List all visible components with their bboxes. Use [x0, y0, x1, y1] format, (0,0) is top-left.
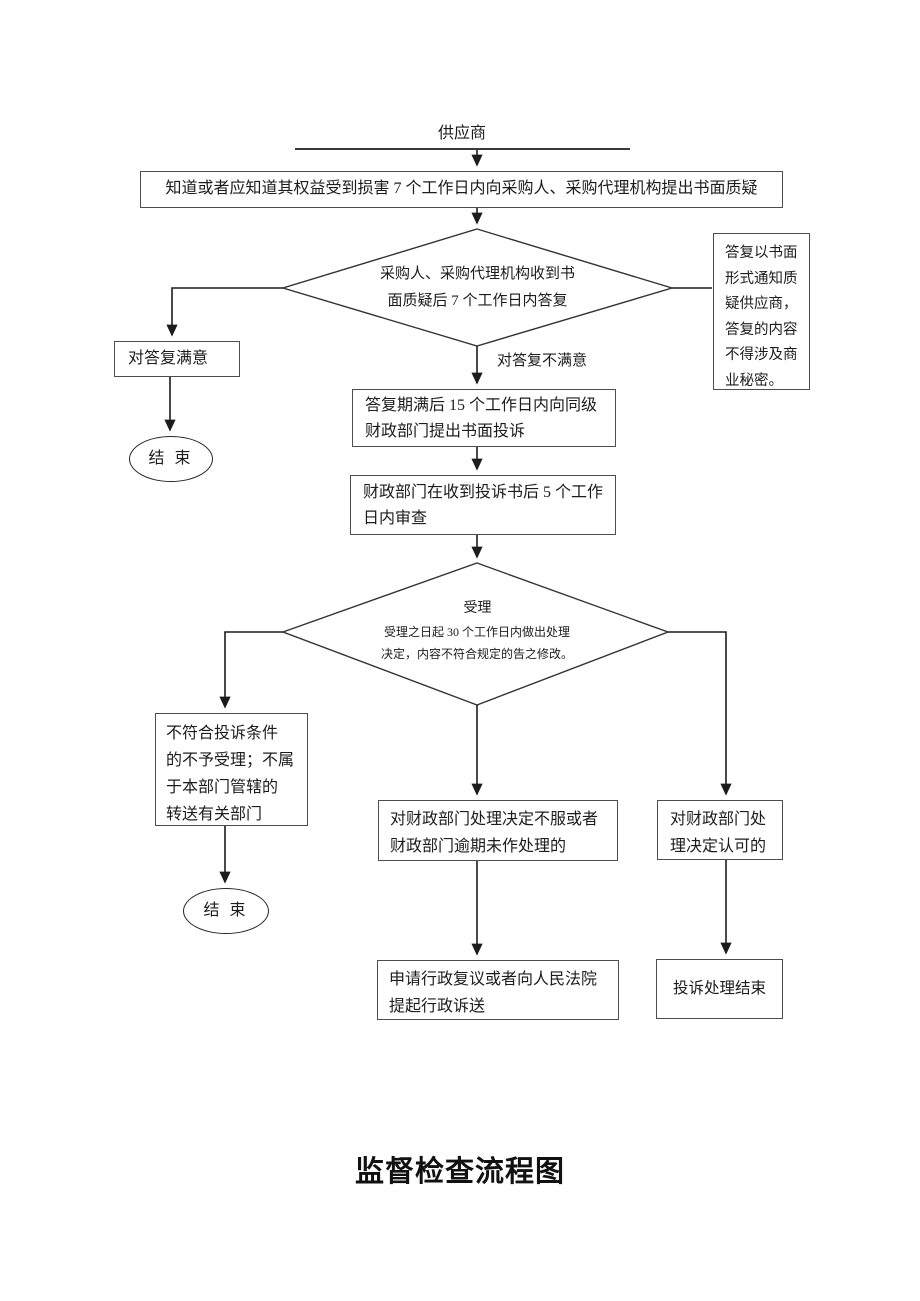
complaint-end-box: 投诉处理结束 [656, 959, 783, 1019]
written-reply-note-box: 答复以书面 形式通知质 疑供应商， 答复的内容 不得涉及商 业秘密。 [713, 233, 810, 390]
connector-accept-to-reject [219, 631, 283, 709]
challenge-box: 知道或者应知道其权益受到损害 7 个工作日内向采购人、采购代理机构提出书面质疑 [140, 171, 783, 208]
reject-box: 不符合投诉条件 的不予受理；不属 于本部门管辖的 转送有关部门 [155, 713, 308, 826]
supplier-label: 供应商 [437, 125, 486, 142]
flowchart-title: 监督检查流程图 [354, 1154, 565, 1188]
accepted-box: 对财政部门处 理决定认可的 [657, 800, 783, 860]
lawsuit-box: 申请行政复议或者向人民法院 提起行政诉送 [377, 960, 619, 1020]
unsatisfied-label: 对答复不满意 [497, 353, 588, 369]
satisfied-box: 对答复满意 [114, 341, 240, 377]
reply-decision-diamond-text: 采购人、采购代理机构收到书 面质疑后 7 个工作日内答复 [379, 266, 575, 309]
review-box: 财政部门在收到投诉书后 5 个工作 日内审查 [350, 475, 616, 535]
end-terminator-1: 结 束 [129, 436, 213, 482]
dissatisfied-box: 对财政部门处理决定不服或者 财政部门逾期未作处理的 [378, 800, 618, 861]
accept-decision-diamond-title: 受理 [463, 601, 492, 616]
accept-decision-diamond-desc: 受理之日起 30 个工作日内做出处理 决定，内容不符合规定的告之修改。 [380, 625, 573, 661]
complaint-box: 答复期满后 15 个工作日内向同级 财政部门提出书面投诉 [352, 389, 616, 447]
connector-reply-to-satisfied [166, 287, 283, 337]
connector-accept-to-accepted [668, 631, 732, 796]
end-terminator-2: 结 束 [183, 888, 269, 934]
